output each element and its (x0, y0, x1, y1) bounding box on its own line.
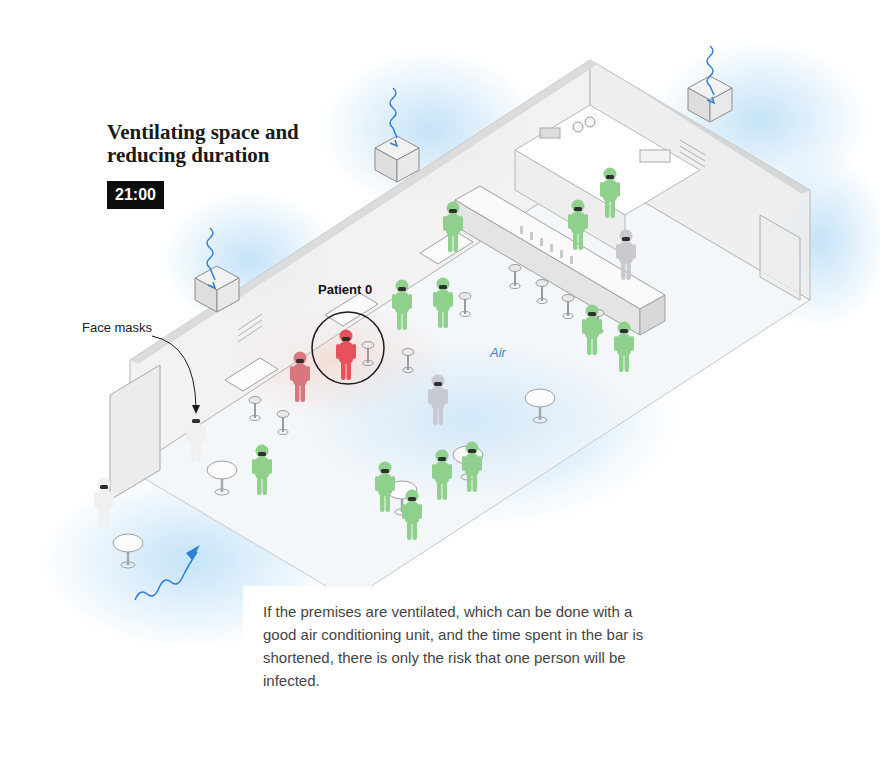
patient-marker (312, 312, 384, 384)
patient-label: Patient 0 (318, 282, 372, 297)
air-glow (40, 40, 880, 650)
time-badge: 21:00 (107, 181, 164, 209)
people (94, 168, 636, 541)
air-label: Air (490, 345, 506, 360)
face-masks-leader (152, 336, 200, 414)
caption-box: If the premises are ventilated, which ca… (243, 586, 663, 708)
bar-counter (455, 186, 665, 335)
title: Ventilating space and reducing duration (107, 121, 357, 167)
callout-label: Face masks (82, 320, 152, 335)
wall-tables (113, 231, 555, 568)
time-text: 21:00 (115, 186, 156, 204)
caption: If the premises are ventilated, which ca… (263, 600, 645, 692)
ac-units (195, 76, 732, 312)
